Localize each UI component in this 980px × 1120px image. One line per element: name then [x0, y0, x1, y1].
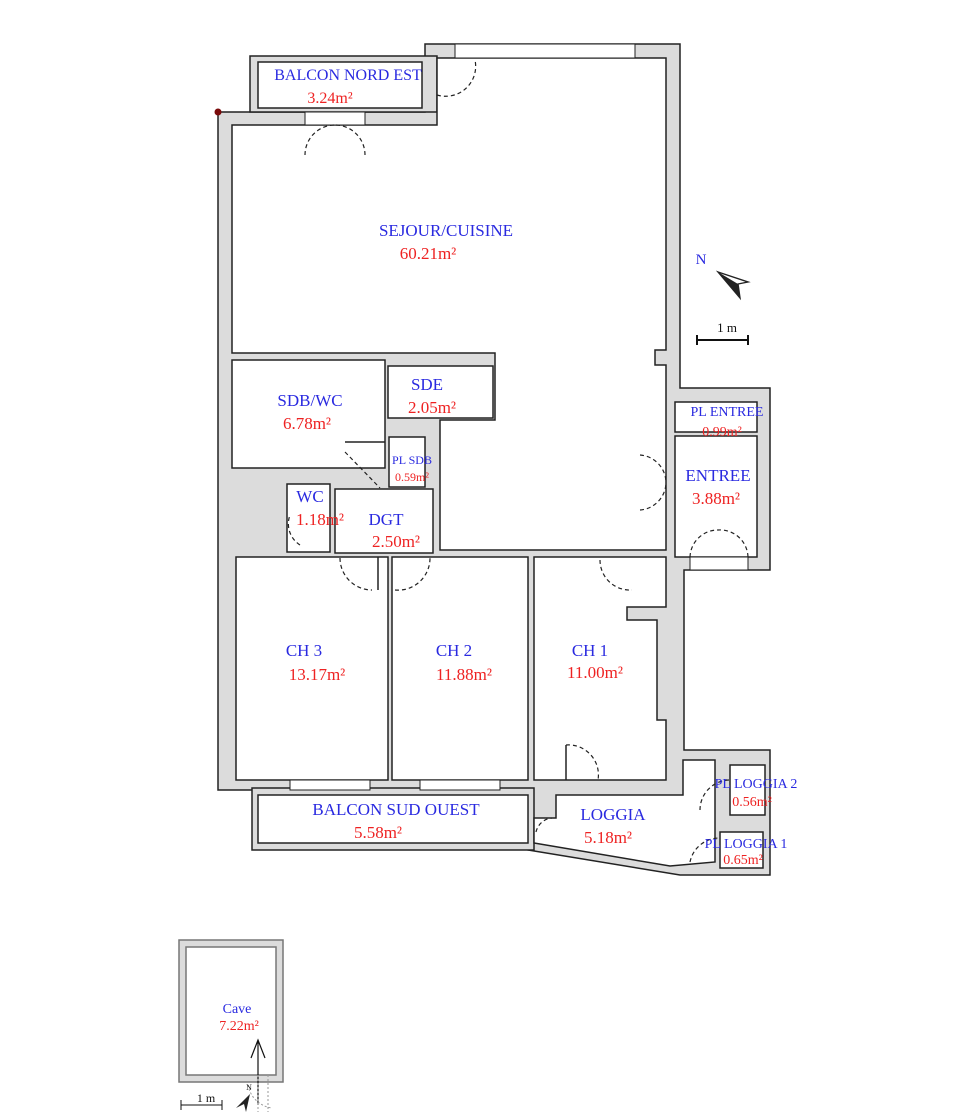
room-ch1: [533, 556, 667, 781]
label-sejour: SEJOUR/CUISINE: [379, 221, 513, 240]
label-ch2: CH 2: [436, 641, 472, 660]
area-pl-loggia-2: 0.56m²: [732, 795, 772, 810]
label-pl-sdb: PL SDB: [392, 453, 432, 467]
room-sdb-wc: [231, 359, 386, 469]
window: [689, 556, 749, 571]
area-wc: 1.18m²: [296, 510, 344, 529]
area-pl-loggia-1: 0.65m²: [723, 853, 763, 868]
area-loggia: 5.18m²: [584, 828, 632, 847]
cave-compass-arrow-icon: [236, 1094, 250, 1112]
window: [419, 779, 501, 791]
area-cave: 7.22m²: [219, 1019, 259, 1034]
compass-arrow-fill: [718, 272, 740, 298]
room-ch3: [235, 556, 389, 781]
label-pl-loggia-2: PL LOGGIA 2: [715, 777, 798, 792]
room-pl-loggia-2: [729, 764, 766, 816]
label-pl-entree: PL ENTREE: [691, 405, 764, 420]
area-ch3: 13.17m²: [289, 665, 346, 684]
label-wc: WC: [296, 487, 323, 506]
room-balcon-sud-ouest: [257, 794, 529, 844]
room-wc: [286, 483, 331, 553]
reference-point: [214, 108, 222, 116]
label-sde: SDE: [411, 375, 443, 394]
room-pl-loggia-1: [719, 831, 764, 869]
area-sdb-wc: 6.78m²: [283, 414, 331, 433]
doors: [287, 59, 749, 863]
room-entree: [674, 435, 758, 558]
label-loggia: LOGGIA: [580, 805, 646, 824]
window: [289, 779, 371, 791]
window: [304, 111, 366, 126]
area-balcon-sud-ouest: 5.58m²: [354, 823, 402, 842]
cave-scale-label: 1 m: [197, 1091, 216, 1105]
area-pl-entree: 0.99m²: [702, 425, 742, 440]
label-ch3: CH 3: [286, 641, 322, 660]
label-dgt: DGT: [369, 510, 405, 529]
scale-bar: [696, 335, 749, 345]
area-dgt: 2.50m²: [372, 532, 420, 551]
area-pl-sdb: 0.59m²: [395, 470, 429, 484]
cave-entry-arrow-icon: [250, 1038, 266, 1105]
area-sde: 2.05m²: [408, 398, 456, 417]
label-balcon-nord-est: BALCON NORD EST: [274, 67, 422, 84]
cave-scale-bar: [180, 1100, 223, 1110]
room-dgt: [334, 488, 434, 554]
window: [454, 43, 636, 59]
room-sde: [387, 365, 494, 419]
area-entree: 3.88m²: [692, 489, 740, 508]
room-ch2: [391, 556, 529, 781]
cave-compass-north-label: N: [246, 1083, 252, 1092]
room-pl-sdb: [388, 436, 426, 488]
area-ch2: 11.88m²: [436, 665, 492, 684]
room-loggia: [533, 759, 716, 867]
label-pl-loggia-1: PL LOGGIA 1: [705, 837, 788, 852]
area-balcon-nord-est: 3.24m²: [307, 90, 352, 107]
compass-north-label: N: [696, 252, 707, 268]
area-ch1: 11.00m²: [567, 663, 623, 682]
room-balcon-nord-est: [257, 61, 423, 109]
label-balcon-sud-ouest: BALCON SUD OUEST: [312, 800, 480, 819]
scale-label: 1 m: [717, 320, 737, 335]
room-cave: [185, 946, 277, 1076]
label-ch1: CH 1: [572, 641, 608, 660]
label-entree: ENTREE: [685, 466, 750, 485]
area-sejour: 60.21m²: [400, 244, 457, 263]
cave-door: [247, 1075, 273, 1112]
label-cave: Cave: [223, 1002, 252, 1017]
room-pl-entree: [674, 401, 758, 433]
label-sdb-wc: SDB/WC: [277, 391, 342, 410]
